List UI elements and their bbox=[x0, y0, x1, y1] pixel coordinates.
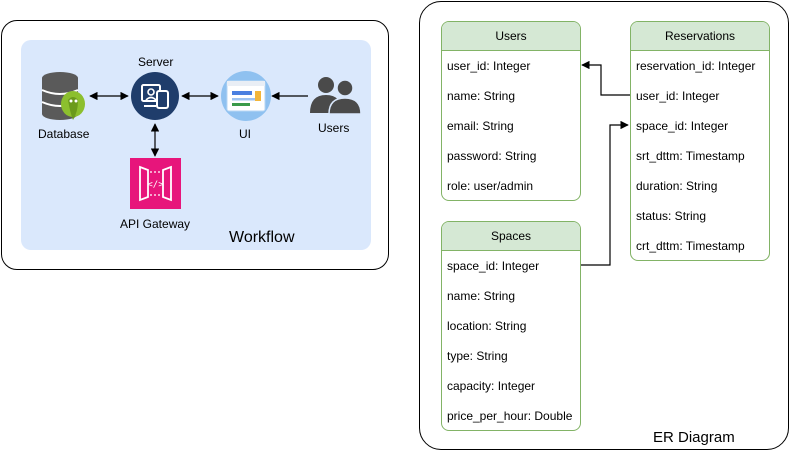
table-field: status: String bbox=[636, 209, 707, 223]
server-icon bbox=[131, 72, 179, 120]
table-field: srt_dttm: Timestamp bbox=[636, 149, 745, 163]
table-header: Reservations bbox=[631, 22, 769, 51]
table-field: type: String bbox=[447, 349, 508, 363]
table-field: space_id: Integer bbox=[447, 259, 540, 273]
ui-window-icon bbox=[221, 71, 271, 121]
ui-label: UI bbox=[239, 127, 251, 141]
table-field: capacity: Integer bbox=[447, 379, 536, 393]
users-label: Users bbox=[318, 121, 350, 135]
table-field: duration: String bbox=[636, 179, 718, 193]
api-gateway-icon: </> bbox=[130, 158, 181, 209]
spaces-reservations-relation bbox=[581, 120, 629, 266]
er-diagram-title: ER Diagram bbox=[653, 429, 735, 446]
reservations-table: Reservations reservation_id: Integer use… bbox=[630, 21, 770, 261]
api-gateway-label: API Gateway bbox=[120, 217, 191, 231]
database-icon bbox=[41, 72, 85, 120]
table-header: Users bbox=[442, 22, 580, 51]
table-field: name: String bbox=[447, 89, 516, 103]
table-field: name: String bbox=[447, 289, 516, 303]
table-field: price_per_hour: Double bbox=[447, 409, 573, 423]
table-field: user_id: Integer bbox=[447, 59, 531, 73]
table-field: email: String bbox=[447, 119, 514, 133]
workflow-title: Workflow bbox=[229, 229, 295, 246]
spaces-table: Spaces space_id: Integer name: String lo… bbox=[441, 221, 581, 431]
svg-text:</>: </> bbox=[147, 180, 164, 190]
workflow-background bbox=[21, 40, 371, 250]
server-label: Server bbox=[138, 55, 174, 69]
table-field: password: String bbox=[447, 149, 537, 163]
users-table: Users user_id: Integer name: String emai… bbox=[441, 21, 581, 201]
table-field: location: String bbox=[447, 319, 527, 333]
table-field: crt_dttm: Timestamp bbox=[636, 239, 745, 253]
database-label: Database bbox=[38, 127, 90, 141]
table-field: reservation_id: Integer bbox=[636, 59, 756, 73]
table-field: role: user/admin bbox=[447, 179, 534, 193]
table-field: user_id: Integer bbox=[636, 89, 720, 103]
table-header: Spaces bbox=[442, 222, 580, 251]
table-field: space_id: Integer bbox=[636, 119, 729, 133]
reservations-users-relation bbox=[581, 60, 630, 96]
users-icon bbox=[310, 77, 361, 115]
